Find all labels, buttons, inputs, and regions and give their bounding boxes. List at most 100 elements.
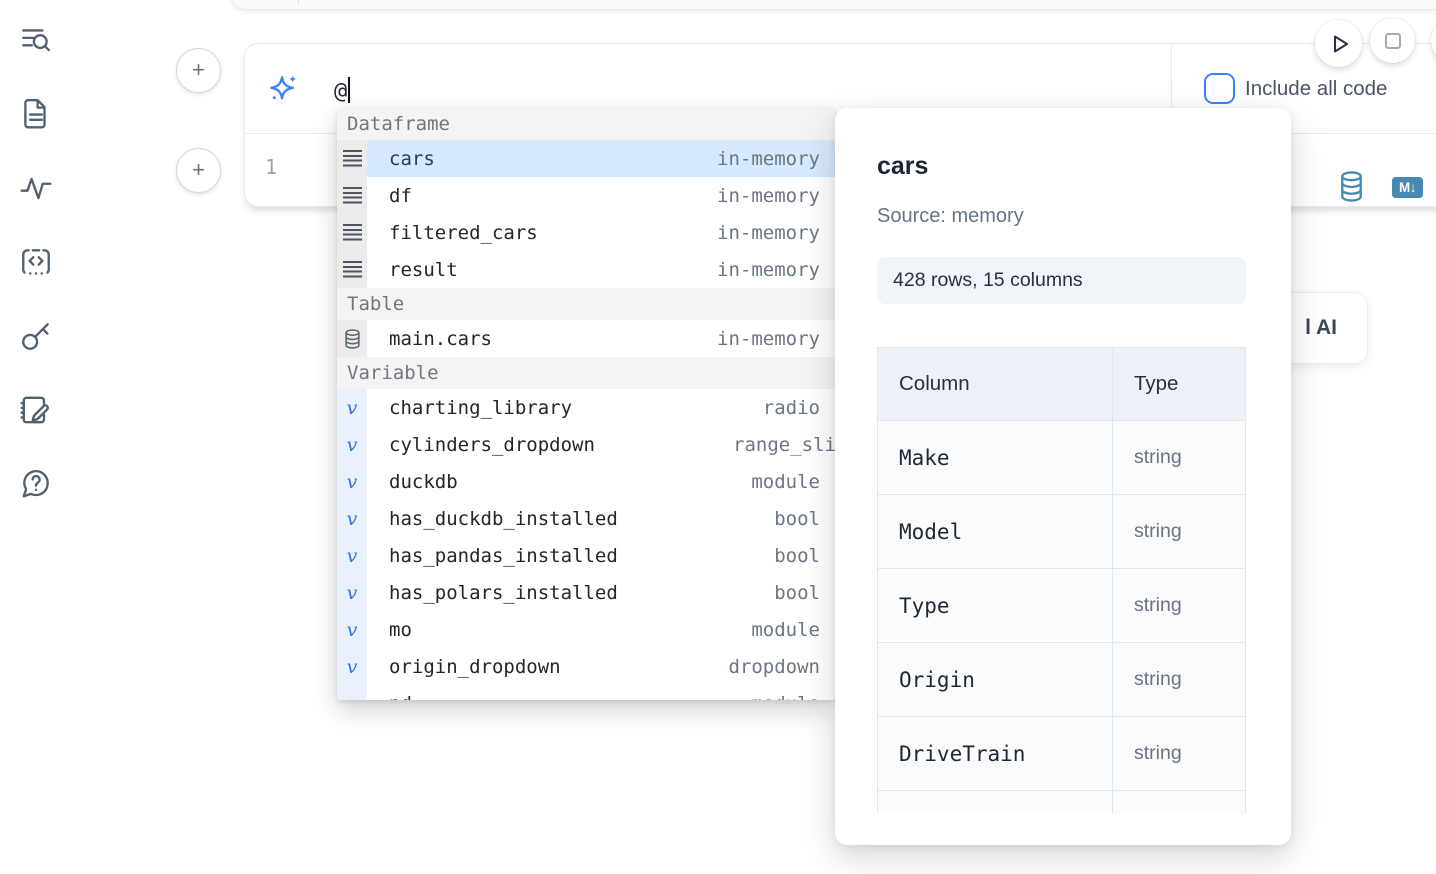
variable-icon: v <box>337 537 367 574</box>
autocomplete-item-type: bool <box>774 581 820 604</box>
autocomplete-item-name: result <box>389 258 458 281</box>
schema-column-name: Model <box>877 494 1113 569</box>
preview-title: cars <box>877 152 929 180</box>
input-checkbox-divider <box>1171 44 1172 134</box>
variable-icon: v <box>337 463 367 500</box>
autocomplete-item[interactable]: cars in-memory <box>337 140 835 177</box>
variable-icon: v <box>337 574 367 611</box>
autocomplete-item-type: in-memory <box>717 221 820 244</box>
autocomplete-item-name: df <box>389 184 412 207</box>
add-cell-below-button[interactable]: + <box>176 148 221 193</box>
play-icon <box>1333 35 1348 52</box>
autocomplete-item-type: bool <box>774 507 820 530</box>
previous-cell-bottom <box>230 0 1436 10</box>
preview-source: Source: memory <box>877 205 1024 227</box>
autocomplete-item[interactable]: v charting_library radio <box>337 389 835 426</box>
add-cell-above-button[interactable]: + <box>176 48 221 93</box>
autocomplete-section-header: Dataframe <box>337 108 835 140</box>
schema-column-type <box>1112 790 1246 813</box>
line-number: 1 <box>265 155 278 179</box>
variable-icon: v <box>337 611 367 648</box>
markdown-export-icon[interactable]: M↓ <box>1392 177 1423 198</box>
autocomplete-item-name: charting_library <box>389 396 573 419</box>
previous-cell-gutter-divider <box>298 0 299 5</box>
dataframe-icon <box>337 177 367 214</box>
autocomplete-item-type: in-memory <box>717 147 820 170</box>
ai-prompt-input[interactable]: @ <box>334 77 351 104</box>
autocomplete-item-content: df in-memory <box>367 177 835 214</box>
autocomplete-item-type: in-memory <box>717 184 820 207</box>
autocomplete-item-name: cars <box>389 147 435 170</box>
autocomplete-item-content: main.cars in-memory <box>367 320 835 357</box>
autocomplete-item[interactable]: v has_polars_installed bool <box>337 574 835 611</box>
autocomplete-item[interactable]: df in-memory <box>337 177 835 214</box>
autocomplete-item-name: main.cars <box>389 327 492 350</box>
autocomplete-item-type: module <box>751 470 820 493</box>
ai-prompt-value: @ <box>334 79 348 104</box>
sparkles-icon <box>270 75 297 100</box>
variable-icon: v <box>337 500 367 537</box>
variable-icon: v <box>337 685 367 700</box>
autocomplete-item-name: has_polars_installed <box>389 581 618 604</box>
dataframe-preview-panel: cars Source: memory 428 rows, 15 columns… <box>835 108 1291 845</box>
column-header: Column <box>877 347 1113 421</box>
autocomplete-item-name: duckdb <box>389 470 458 493</box>
autocomplete-item-type: in-memory <box>717 327 820 350</box>
autocomplete-item-type: radio <box>762 396 820 419</box>
schema-column-type: string <box>1112 716 1246 791</box>
autocomplete-item-type: range_sli <box>733 433 835 456</box>
dataframe-icon <box>337 214 367 251</box>
code-editor-row[interactable]: 1 M↓ <box>245 135 1436 207</box>
variable-icon: v <box>337 426 367 463</box>
schema-column-name: Type <box>877 568 1113 643</box>
autocomplete-section-header: Variable <box>337 357 835 389</box>
database-icon[interactable] <box>1338 171 1365 202</box>
list-search-icon[interactable] <box>18 22 54 58</box>
type-header: Type <box>1112 347 1246 421</box>
scratchpad-icon[interactable] <box>18 392 54 428</box>
schema-column-type: string <box>1112 642 1246 717</box>
autocomplete-item[interactable]: vpdmodule <box>337 685 835 700</box>
autocomplete-item-content: duckdb module <box>367 463 835 500</box>
code-snippets-icon[interactable] <box>18 244 54 280</box>
activity-icon[interactable] <box>18 170 54 206</box>
file-document-icon[interactable] <box>18 96 54 132</box>
autocomplete-item-type: module <box>751 618 820 641</box>
schema-row <box>877 790 1246 813</box>
autocomplete-item-type: module <box>751 693 820 701</box>
help-chat-icon[interactable] <box>18 466 54 502</box>
schema-column-type: string <box>1112 420 1246 495</box>
key-icon[interactable] <box>18 318 54 354</box>
autocomplete-item[interactable]: main.cars in-memory <box>337 320 835 357</box>
schema-column-name: DriveTrain <box>877 716 1113 791</box>
schema-header-row: Column Type <box>877 347 1246 421</box>
database-icon <box>337 320 367 357</box>
schema-column-name: Origin <box>877 642 1113 717</box>
include-all-code-checkbox[interactable] <box>1204 73 1235 104</box>
autocomplete-item-name: origin_dropdown <box>389 655 561 678</box>
clipped-toolbar-button[interactable] <box>1431 18 1436 63</box>
stop-kernel-button[interactable] <box>1370 18 1415 63</box>
variable-icon: v <box>337 389 367 426</box>
run-cell-button[interactable] <box>1315 20 1362 67</box>
